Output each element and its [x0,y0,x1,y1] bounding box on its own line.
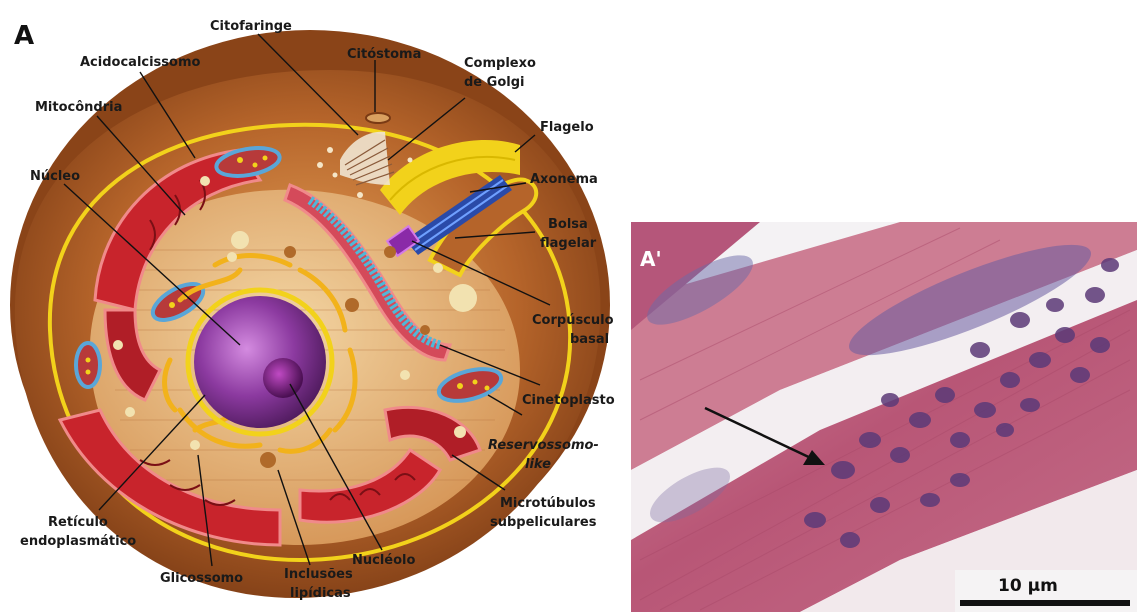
label-microtubulos-2: subpeliculares [490,515,597,530]
panel-label-a-prime: A' [640,247,662,271]
label-inclusoes-2: lipídicas [290,586,351,601]
panel-label-a: A [14,21,34,51]
label-axonema: Axonema [530,172,598,187]
label-complexo-golgi-2: de Golgi [464,75,524,90]
micrograph [631,222,1137,612]
label-inclusoes-1: Inclusões [284,567,353,582]
label-nucleo: Núcleo [30,169,80,184]
scale-bar-label: 10 µm [998,576,1058,596]
label-mitocondria: Mitocôndria [35,100,122,115]
label-bolsa-1: Bolsa [548,217,588,232]
label-complexo-golgi-1: Complexo [464,56,536,71]
label-reservossomo-1: Reservossomo- [488,438,599,453]
label-reticulo-2: endoplasmático [20,534,136,549]
scale-bar [960,600,1130,606]
label-corpusculo-2: basal [570,332,609,347]
label-bolsa-2: flagelar [540,236,597,251]
label-acidocalcissomo: Acidocalcissomo [80,55,201,70]
label-flagelo: Flagelo [540,120,594,135]
label-microtubulos-1: Microtúbulos [500,496,596,511]
label-reticulo-1: Retículo [48,515,108,530]
label-glicossomo: Glicossomo [160,571,243,586]
label-citostoma: Citóstoma [347,47,421,62]
nucleus [188,290,332,434]
label-nucleolo: Nucléolo [352,553,416,568]
label-citofaringe: Citofaringe [210,19,292,34]
label-reservossomo-2: like [525,457,551,472]
label-cinetoplasto: Cinetoplasto [522,393,615,408]
label-corpusculo-1: Corpúsculo [532,313,614,328]
